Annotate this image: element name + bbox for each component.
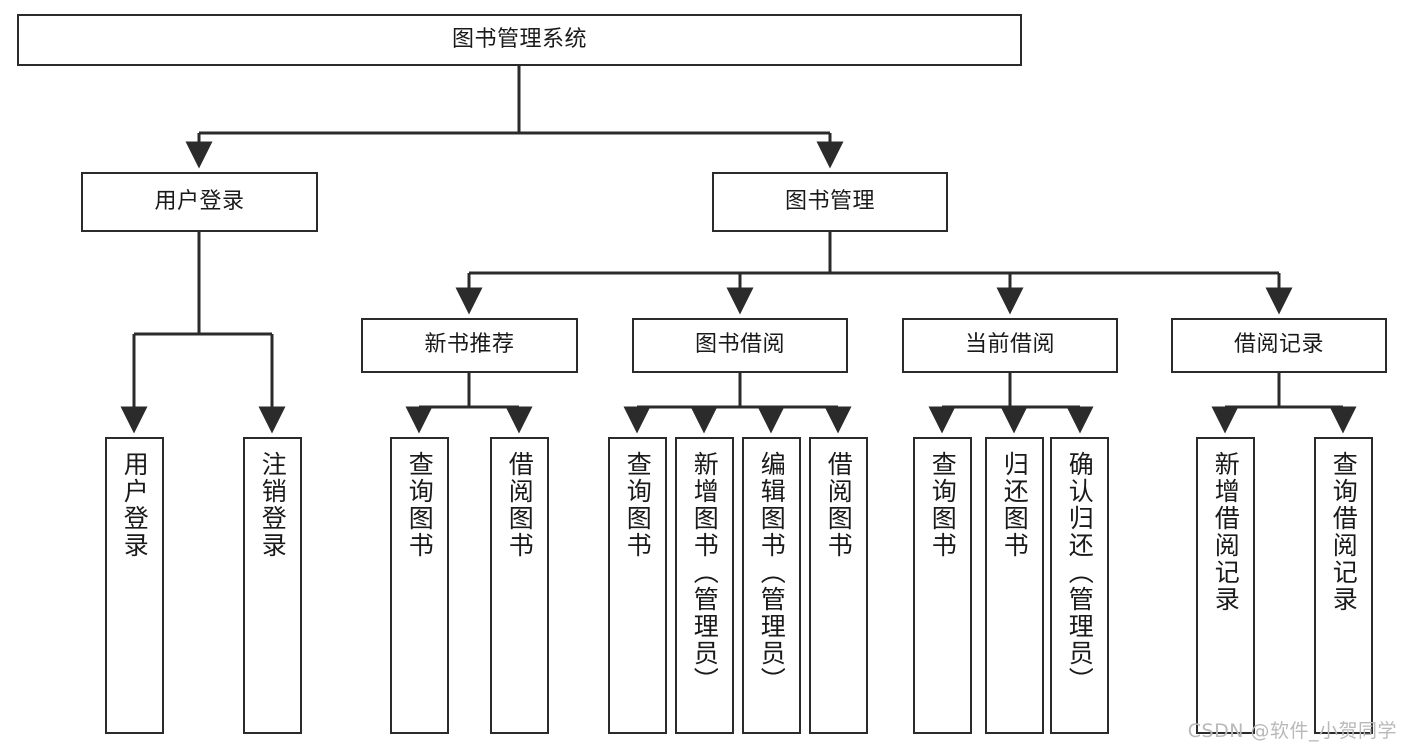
node-leaf-user-logout-label: 注销登录	[258, 451, 288, 559]
node-leaf-query-book-1-label: 查询图书	[405, 451, 435, 559]
node-leaf-user-login[interactable]: 用户登录	[105, 437, 164, 734]
node-leaf-return-book[interactable]: 归还图书	[985, 437, 1044, 734]
node-leaf-add-record[interactable]: 新增借阅记录	[1196, 437, 1255, 734]
node-leaf-borrow-book-1[interactable]: 借阅图书	[490, 437, 549, 734]
node-book-manage[interactable]: 图书管理	[712, 172, 948, 232]
node-leaf-confirm-return[interactable]: 确认归还（管理员）	[1050, 437, 1109, 734]
node-leaf-borrow-book-1-label: 借阅图书	[505, 451, 535, 559]
node-leaf-user-logout[interactable]: 注销登录	[243, 437, 302, 734]
node-root[interactable]: 图书管理系统	[17, 14, 1022, 66]
node-user-login[interactable]: 用户登录	[81, 172, 318, 232]
node-leaf-add-record-label: 新增借阅记录	[1211, 451, 1241, 613]
node-new-book-recommend-label: 新书推荐	[424, 332, 515, 358]
node-leaf-query-book-3[interactable]: 查询图书	[913, 437, 972, 734]
node-leaf-user-login-label: 用户登录	[120, 451, 150, 559]
node-leaf-query-book-1[interactable]: 查询图书	[390, 437, 449, 734]
node-leaf-confirm-return-label: 确认归还（管理员）	[1065, 451, 1095, 694]
node-leaf-add-book-label: 新增图书（管理员）	[690, 451, 720, 694]
node-current-borrow[interactable]: 当前借阅	[902, 318, 1118, 373]
node-root-label: 图书管理系统	[451, 26, 587, 52]
node-leaf-borrow-book-2[interactable]: 借阅图书	[809, 437, 868, 734]
node-leaf-return-book-label: 归还图书	[1000, 451, 1030, 559]
node-leaf-query-book-2-label: 查询图书	[623, 451, 653, 559]
node-current-borrow-label: 当前借阅	[964, 332, 1055, 358]
node-book-borrow[interactable]: 图书借阅	[632, 318, 848, 373]
node-leaf-query-book-2[interactable]: 查询图书	[608, 437, 667, 734]
node-new-book-recommend[interactable]: 新书推荐	[361, 318, 578, 373]
node-leaf-query-record-label: 查询借阅记录	[1329, 451, 1359, 613]
node-leaf-borrow-book-2-label: 借阅图书	[824, 451, 854, 559]
node-book-borrow-label: 图书借阅	[694, 332, 785, 358]
node-borrow-record[interactable]: 借阅记录	[1171, 318, 1387, 373]
node-borrow-record-label: 借阅记录	[1233, 332, 1324, 358]
node-leaf-edit-book-label: 编辑图书（管理员）	[757, 451, 787, 694]
node-leaf-add-book[interactable]: 新增图书（管理员）	[675, 437, 734, 734]
node-user-login-label: 用户登录	[154, 188, 245, 214]
node-book-manage-label: 图书管理	[784, 188, 875, 214]
node-leaf-query-record[interactable]: 查询借阅记录	[1314, 437, 1373, 734]
node-leaf-query-book-3-label: 查询图书	[928, 451, 958, 559]
node-leaf-edit-book[interactable]: 编辑图书（管理员）	[742, 437, 801, 734]
